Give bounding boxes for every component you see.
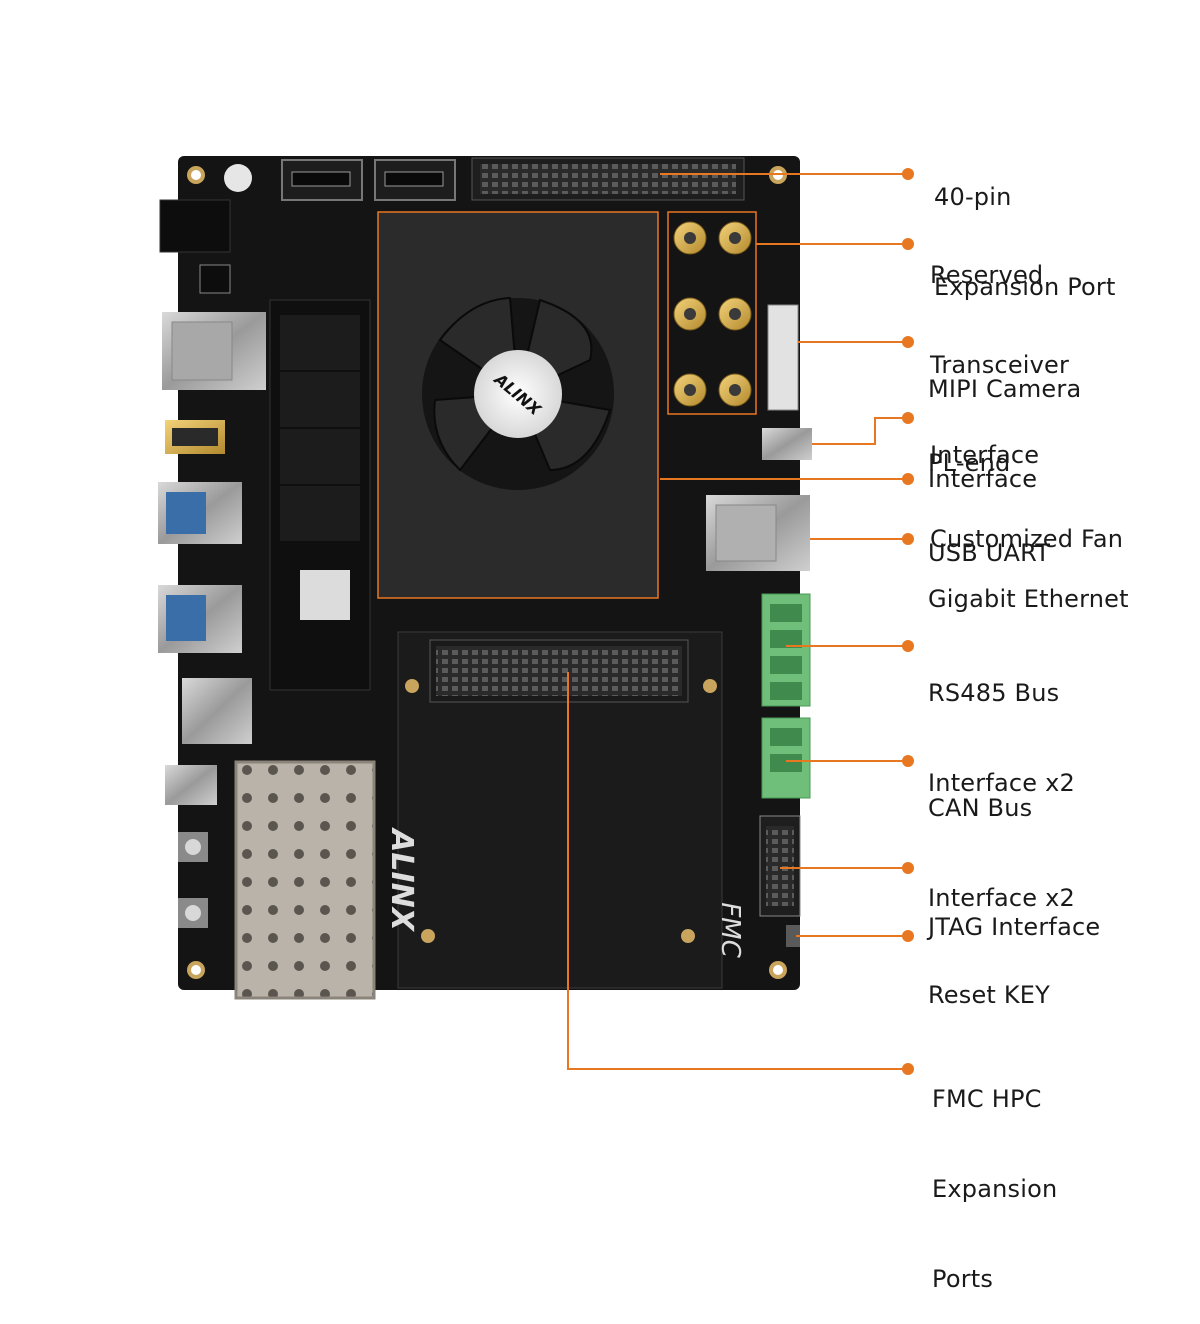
power-jack [159,199,231,253]
callout-pl-uart: PL-end USB UART [928,388,1050,598]
callout-fan: Customized Fan [930,464,1123,584]
callout-line: Transceiver [930,351,1070,379]
callout-line: RS485 Bus [928,679,1060,707]
leader-fmc [567,672,908,1070]
callout-line: FMC HPC [932,1085,1042,1113]
user-buttons [178,832,208,928]
leader-pl-uart [812,417,908,445]
pl-uart-port [762,428,812,460]
callout-line: USB UART [928,539,1051,567]
sfp-cage [234,760,376,1000]
callout-line: PL-end [928,449,1011,477]
side-brand-text: ALINX [384,827,419,933]
sma-connectors [667,211,757,415]
callout-line: Ports [932,1265,994,1293]
callout-line: Expansion Port [934,273,1116,301]
expansion-port-40pin [471,157,745,201]
sata-connectors [281,159,456,201]
fmc-area: ALINX FMC [384,631,745,989]
callout-transceiver: Reserved Transceiver Interface [930,200,1069,500]
callout-leaders [567,173,908,1070]
terminal-blocks [761,593,811,799]
callout-line: Expansion [932,1175,1058,1203]
callout-rs485: RS485 Bus Interface x2 [928,618,1075,828]
callout-can: CAN Bus Interface x2 [928,733,1075,943]
sd-card-slot [182,678,252,744]
callout-mipi: MIPI Camera Interface [928,314,1081,524]
callout-line: Interface x2 [928,769,1075,797]
power-switch-body [199,264,231,294]
callout-reset: Reset KEY [928,920,1050,1040]
usb-otg-port [165,765,217,805]
callout-fmc: FMC HPC Expansion Ports [932,1024,1057,1324]
m2-ssd [269,299,371,691]
callout-line: Reserved [930,261,1044,289]
reset-key [786,925,800,947]
callout-line: Interface x2 [928,884,1075,912]
callout-line: Gigabit Ethernet [928,585,1129,613]
callout-expansion-port: 40-pin Expansion Port [934,122,1116,332]
callout-line: Customized Fan [930,525,1124,553]
fmc-mark-text: FMC [715,902,745,958]
callout-line: Interface [928,465,1038,493]
board-illustration: ALINX [158,156,914,1075]
callout-line: 40-pin [934,183,1012,211]
callout-jtag: JTAG Interface [928,852,1100,972]
board-diagram: ALINX [158,122,1129,1293]
callout-line: CAN Bus [928,794,1033,822]
callout-dots [902,168,914,1075]
callout-line: Reset KEY [928,981,1051,1009]
callout-line: MIPI Camera [928,375,1082,403]
heatsink-fan: ALINX [377,211,659,599]
callout-line: Interface [930,441,1040,469]
power-switch [224,164,252,192]
callout-ethernet: Gigabit Ethernet [928,524,1129,644]
callout-line: JTAG Interface [928,913,1101,941]
mipi-connector [767,304,799,411]
usb3-ports [158,482,242,653]
